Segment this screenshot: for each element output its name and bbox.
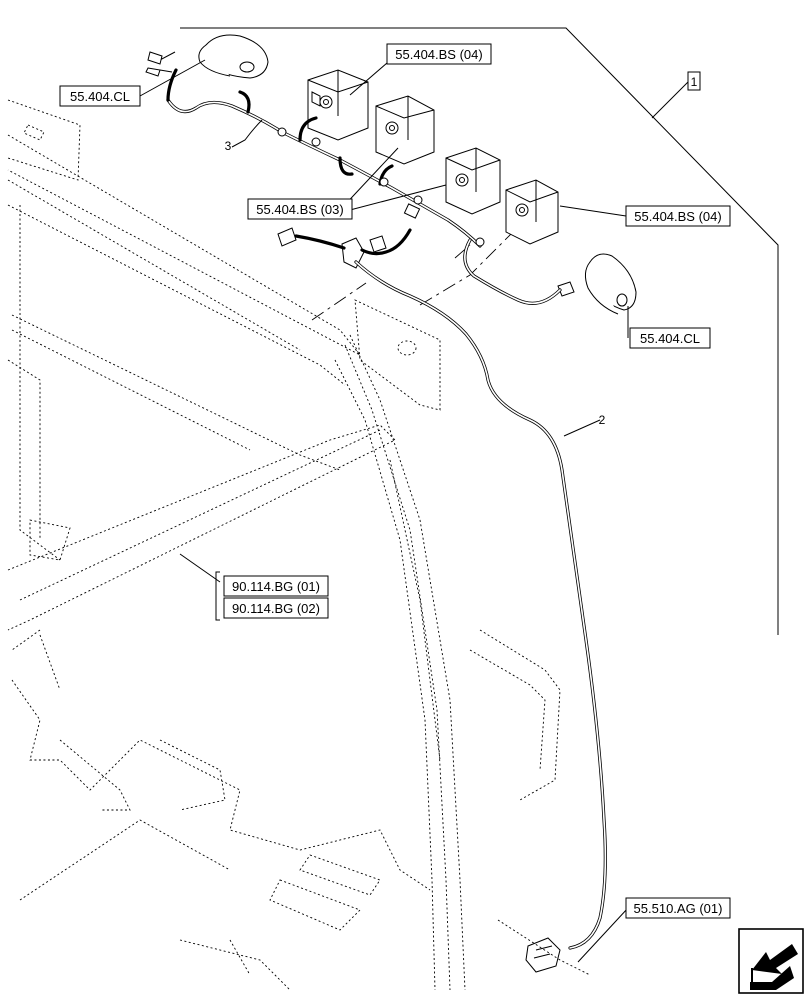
label-cl-right: 55.404.CL	[629, 327, 711, 349]
label-bg-group: 90.114.BG (01) 90.114.BG (02)	[215, 571, 329, 621]
label-ag-01-text: 55.510.AG (01)	[634, 901, 723, 916]
callout-item-2: 2	[599, 413, 606, 427]
label-cl-top: 55.404.CL	[59, 85, 141, 107]
oval-lamp-top	[145, 34, 269, 79]
callout-item-1-text: 1	[691, 75, 698, 89]
work-lamp-4	[505, 179, 559, 245]
label-bs-right-text: 55.404.BS (04)	[634, 209, 721, 224]
label-cl-right-text: 55.404.CL	[640, 331, 700, 346]
assembly-lines	[311, 232, 513, 321]
leader-lines	[139, 59, 629, 963]
label-cl-top-text: 55.404.CL	[70, 89, 130, 104]
label-bg-02-text: 90.114.BG (02)	[232, 601, 320, 616]
callout-item-1: 1	[687, 71, 701, 91]
main-cable	[354, 260, 607, 976]
label-bs-right: 55.404.BS (04)	[625, 205, 731, 227]
cab-frame	[7, 99, 561, 991]
work-lamp-3	[445, 147, 501, 215]
callout-item-3: 3	[225, 139, 232, 153]
label-bs-top-text: 55.404.BS (04)	[395, 47, 482, 62]
label-bs-top: 55.404.BS (04)	[386, 43, 492, 65]
label-bs-mid-text: 55.404.BS (03)	[256, 202, 343, 217]
label-ag-01: 55.510.AG (01)	[625, 897, 731, 919]
label-bg-01-text: 90.114.BG (01)	[232, 579, 320, 594]
oval-lamp-right	[557, 253, 637, 315]
work-lamp-1	[307, 69, 369, 141]
lamp-harness	[166, 68, 562, 305]
arrow-navigation-icon[interactable]	[738, 928, 804, 994]
label-bs-mid: 55.404.BS (03)	[247, 198, 353, 220]
item-1-bracket	[180, 27, 779, 635]
work-lamp-2	[375, 95, 435, 165]
